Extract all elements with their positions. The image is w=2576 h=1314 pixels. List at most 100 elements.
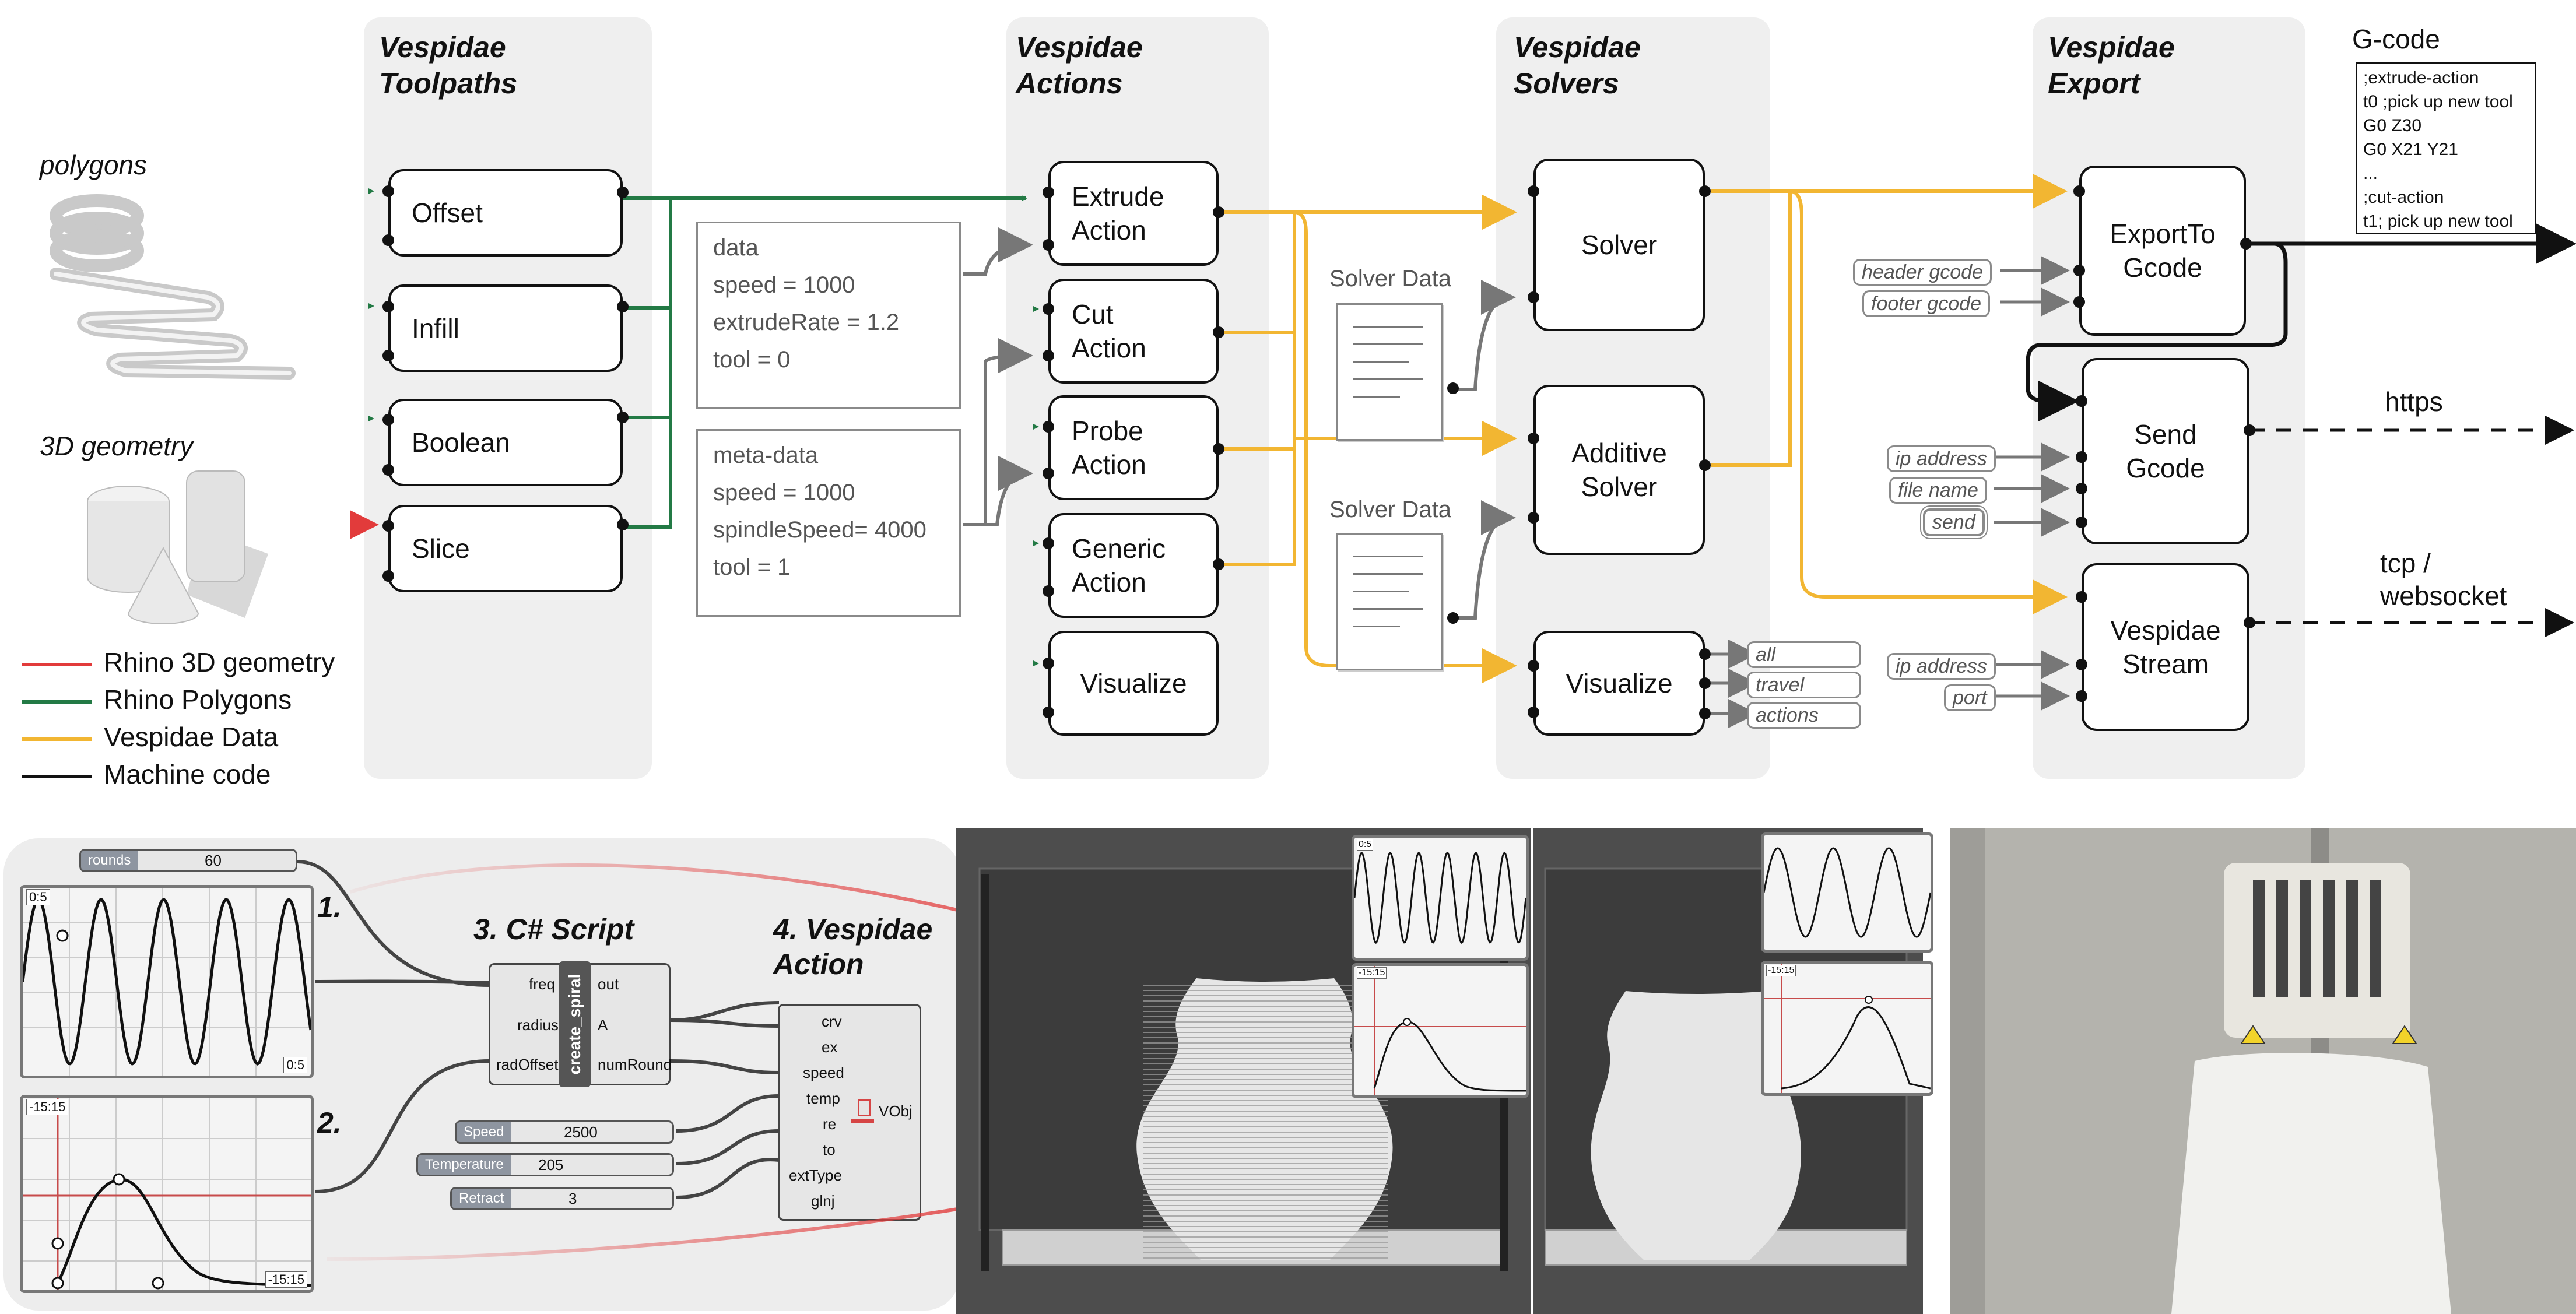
port[interactable] — [1447, 382, 1459, 394]
port[interactable] — [382, 234, 394, 246]
legend-item-geometry: Rhino 3D geometry — [22, 646, 335, 679]
port[interactable] — [1043, 658, 1054, 669]
port[interactable] — [382, 414, 394, 426]
port[interactable] — [1528, 291, 1539, 303]
frequency-curve — [23, 888, 311, 1076]
port[interactable] — [1699, 677, 1711, 689]
offset-node[interactable]: Offset — [388, 169, 623, 257]
retract-slider-name: Retract — [452, 1189, 511, 1208]
port[interactable] — [1699, 185, 1711, 197]
solver-node[interactable]: Solver — [1533, 159, 1705, 331]
gcode-line: G0 Z30 — [2363, 116, 2422, 135]
port[interactable] — [617, 412, 629, 423]
port-input: port — [1944, 684, 1996, 711]
script-input-freq: freq — [529, 975, 555, 993]
data-box: data speed = 1000 extrudeRate = 1.2 tool… — [696, 222, 961, 409]
solver-output-wires — [1711, 174, 2068, 614]
port[interactable] — [1699, 459, 1711, 471]
ip-address-input: ip address — [1887, 445, 1996, 472]
port[interactable] — [1043, 468, 1054, 479]
data-box-title: data — [713, 235, 759, 261]
port[interactable] — [2076, 483, 2087, 494]
port[interactable] — [2073, 296, 2085, 308]
port[interactable] — [2076, 591, 2087, 603]
port[interactable] — [1528, 185, 1539, 197]
radius-offset-curve — [23, 1098, 311, 1290]
port[interactable] — [2073, 265, 2085, 276]
port[interactable] — [1213, 558, 1224, 570]
port[interactable] — [2244, 617, 2255, 628]
port[interactable] — [1043, 421, 1054, 433]
port[interactable] — [617, 519, 629, 530]
port[interactable] — [382, 301, 394, 312]
rounds-slider[interactable]: rounds 60 — [79, 849, 297, 872]
step-4-line-2: Action — [773, 948, 864, 981]
port[interactable] — [1043, 303, 1054, 315]
port[interactable] — [382, 570, 394, 582]
port[interactable] — [2076, 517, 2087, 528]
port[interactable] — [1213, 206, 1224, 218]
speed-slider[interactable]: Speed 2500 — [455, 1120, 674, 1144]
port[interactable] — [382, 185, 394, 197]
port[interactable] — [2240, 238, 2252, 250]
script-output-numround: numRound — [598, 1056, 672, 1073]
visualize-solver-node[interactable]: Visualize — [1533, 631, 1705, 736]
vespidae-action-component[interactable]: crv ex speed temp re to extType glnj VOb… — [778, 1004, 921, 1221]
port[interactable] — [1213, 326, 1224, 338]
port[interactable] — [2076, 659, 2087, 670]
step-3-label: 3. C# Script — [473, 913, 634, 946]
port[interactable] — [2073, 185, 2085, 197]
script-input-radius: radius — [517, 1016, 559, 1034]
port[interactable] — [617, 187, 629, 198]
port[interactable] — [1043, 537, 1054, 549]
port[interactable] — [1043, 585, 1054, 597]
port[interactable] — [1043, 707, 1054, 718]
port[interactable] — [1699, 648, 1711, 660]
slice-node[interactable]: Slice — [388, 505, 623, 592]
port[interactable] — [1699, 708, 1711, 719]
port[interactable] — [2076, 451, 2087, 463]
additive-label-2: Solver — [1581, 472, 1658, 502]
data-line: speed = 1000 — [713, 272, 855, 298]
frequency-graph[interactable]: 0:5 0:5 — [20, 885, 314, 1078]
port[interactable] — [1528, 660, 1539, 672]
port[interactable] — [382, 464, 394, 476]
port[interactable] — [2076, 690, 2087, 702]
port[interactable] — [1528, 512, 1539, 524]
tcp-label-2: websocket — [2380, 581, 2507, 611]
send-input[interactable]: send — [1923, 508, 1985, 536]
polygons-label: polygons — [40, 150, 148, 180]
port[interactable] — [1043, 239, 1054, 251]
temperature-slider[interactable]: Temperature 205 — [416, 1153, 674, 1176]
step-4-line-1: 4. Vespidae — [773, 913, 933, 946]
port[interactable] — [2076, 395, 2087, 407]
retract-slider[interactable]: Retract 3 — [450, 1187, 674, 1210]
visualize-action-node[interactable]: Visualize — [1048, 631, 1219, 736]
boolean-node[interactable]: Boolean — [388, 399, 623, 486]
port[interactable] — [1447, 612, 1459, 624]
port[interactable] — [1528, 433, 1539, 444]
port[interactable] — [382, 520, 394, 532]
infill-node[interactable]: Infill — [388, 284, 623, 372]
port[interactable] — [382, 350, 394, 361]
port[interactable] — [1528, 707, 1539, 718]
port[interactable] — [1043, 187, 1054, 198]
port[interactable] — [2244, 424, 2255, 436]
csharp-script-component[interactable]: freq radius radOffset create_spiral out … — [489, 961, 672, 1087]
port[interactable] — [617, 301, 629, 312]
action-input-re: re — [823, 1115, 837, 1133]
port[interactable] — [1213, 443, 1224, 455]
radius-offset-graph[interactable]: -15:15 -15:15 — [20, 1095, 314, 1293]
port[interactable] — [1043, 350, 1054, 361]
